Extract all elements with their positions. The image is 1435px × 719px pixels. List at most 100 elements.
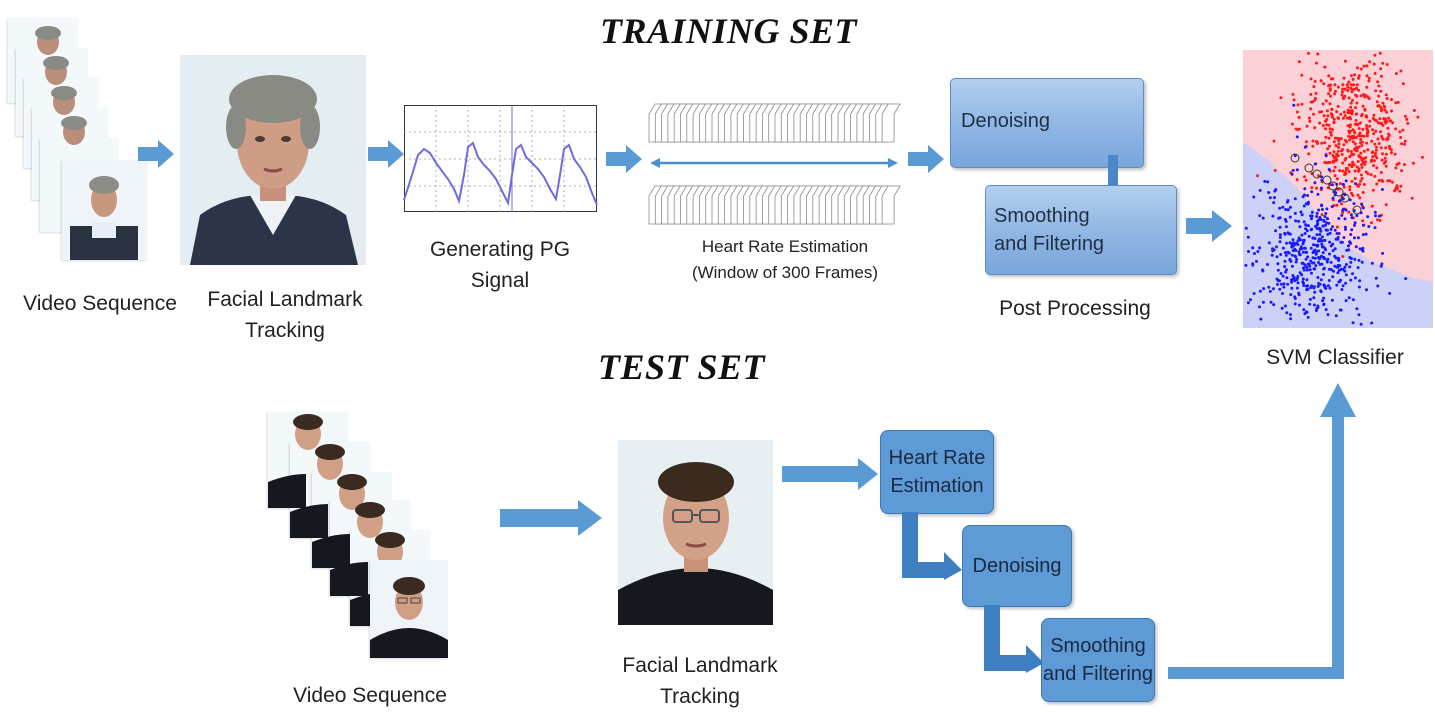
svm-red-point (1334, 159, 1338, 162)
svm-blue-point (1281, 292, 1284, 295)
svm-red-point (1394, 166, 1398, 170)
svm-blue-point (1342, 236, 1346, 239)
svm-blue-point (1296, 281, 1300, 285)
svm-blue-point (1306, 284, 1310, 288)
svm-blue-point (1314, 309, 1318, 312)
svm-blue-point (1283, 259, 1287, 263)
svm-blue-point (1333, 228, 1337, 232)
post-processing-label: Post Processing (999, 297, 1151, 320)
svm-red-point (1349, 117, 1352, 121)
svm-blue-point (1303, 145, 1307, 149)
svm-classifier-plot (1243, 50, 1433, 328)
svm-red-point (1372, 132, 1376, 136)
svm-blue-point (1296, 243, 1300, 246)
svm-red-point (1365, 134, 1369, 138)
svm-red-point (1393, 189, 1397, 193)
svm-blue-point (1252, 195, 1256, 199)
svm-red-point (1381, 61, 1385, 65)
svm-blue-point (1330, 298, 1334, 302)
svm-blue-point (1320, 204, 1324, 208)
svm-blue-point (1361, 249, 1365, 253)
svm-blue-point (1361, 246, 1365, 250)
svm-blue-point (1351, 298, 1355, 302)
svm-blue-point (1278, 225, 1282, 229)
svm-red-point (1372, 113, 1376, 117)
svm-red-point (1374, 151, 1377, 155)
svm-red-point (1335, 225, 1339, 229)
svm-red-point (1334, 144, 1338, 148)
svm-red-point (1375, 100, 1379, 104)
svm-red-point (1359, 121, 1362, 125)
svm-blue-point (1317, 261, 1320, 264)
svm-blue-point (1285, 200, 1289, 204)
svm-blue-point (1296, 274, 1300, 278)
svm-blue-point (1258, 289, 1262, 293)
svm-red-point (1300, 73, 1304, 77)
svm-red-point (1367, 97, 1371, 100)
svm-red-point (1360, 144, 1364, 147)
svm-blue-point (1291, 274, 1295, 277)
svm-red-point (1361, 104, 1365, 108)
svm-red-point (1342, 76, 1346, 80)
svm-blue-point (1312, 285, 1316, 289)
test-landmark-label: Facial Landmark Tracking (610, 650, 790, 712)
svm-red-point (1352, 163, 1356, 167)
svm-blue-point (1279, 253, 1283, 256)
svm-blue-point (1315, 233, 1319, 237)
svm-blue-point (1347, 296, 1351, 300)
svm-red-point (1360, 165, 1364, 169)
svm-blue-point (1327, 168, 1331, 171)
svm-red-point (1349, 123, 1352, 127)
svm-red-point (1329, 83, 1333, 87)
svm-red-point (1365, 74, 1369, 78)
svm-red-point (1339, 182, 1342, 186)
svm-blue-point (1333, 254, 1337, 258)
svm-red-point (1386, 136, 1390, 140)
svm-blue-point (1290, 172, 1294, 176)
svm-red-point (1343, 114, 1347, 118)
svm-blue-point (1284, 270, 1288, 274)
svm-blue-point (1317, 226, 1321, 230)
svm-red-point (1376, 218, 1380, 222)
svm-red-point (1355, 101, 1359, 105)
svm-blue-point (1288, 313, 1292, 317)
svm-red-point (1349, 150, 1353, 153)
svm-red-point (1337, 139, 1341, 143)
person-2 (290, 444, 345, 538)
svm-blue-point (1331, 242, 1335, 246)
svm-red-point (1384, 152, 1388, 156)
svm-red-point (1401, 82, 1405, 86)
svm-blue-point (1308, 302, 1312, 306)
svm-red-point (1304, 178, 1308, 182)
svm-blue-point (1244, 263, 1248, 267)
svm-blue-point (1338, 199, 1342, 202)
svm-red-point (1353, 177, 1357, 180)
svm-blue-point (1330, 205, 1334, 209)
svm-blue-point (1319, 229, 1323, 233)
test-smoothing-label: Smoothing and Filtering (1043, 632, 1153, 688)
svm-red-point (1354, 112, 1358, 116)
heart-rate-label-line1: Heart Rate Estimation (701, 237, 869, 256)
svm-blue-point (1314, 264, 1318, 268)
svm-blue-point (1301, 238, 1305, 242)
svm-red-point (1381, 137, 1385, 141)
arrow-right-icon (138, 140, 174, 168)
svm-blue-point (1305, 229, 1309, 233)
svm-blue-point (1306, 194, 1310, 197)
svm-blue-point (1337, 268, 1341, 272)
svm-red-point (1333, 83, 1337, 87)
training-denoising-label: Denoising (961, 110, 1050, 132)
svm-blue-point (1308, 268, 1312, 272)
svm-red-point (1305, 124, 1309, 128)
svm-blue-point (1251, 263, 1255, 267)
svm-blue-point (1273, 196, 1276, 200)
svm-blue-point (1321, 245, 1325, 249)
svm-blue-point (1315, 223, 1319, 227)
svm-red-point (1385, 120, 1389, 123)
svm-blue-point (1341, 182, 1345, 186)
svm-blue-point (1258, 214, 1262, 218)
svm-red-point (1359, 155, 1363, 159)
svm-blue-point (1268, 196, 1272, 200)
svm-red-point (1342, 97, 1345, 100)
svm-blue-point (1276, 282, 1279, 286)
